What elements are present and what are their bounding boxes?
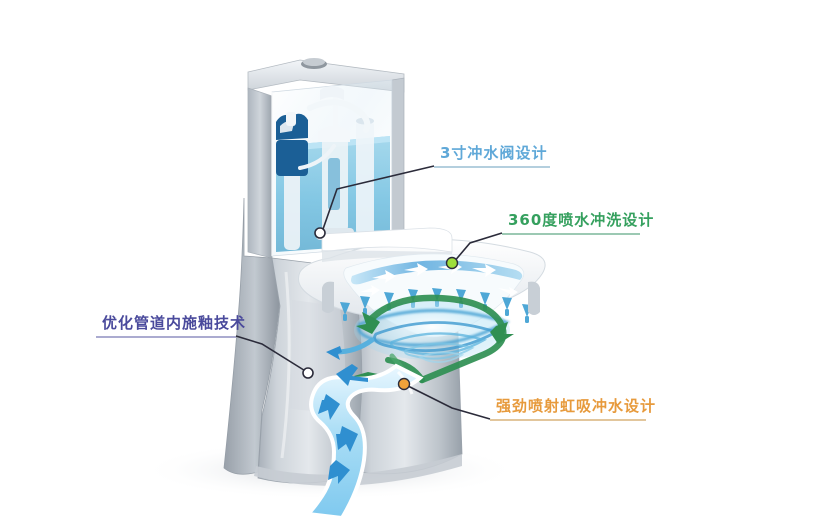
callout-powerful-siphon: 强劲喷射虹吸冲水设计	[494, 397, 658, 416]
leader-lines	[235, 165, 503, 420]
refill-tube	[298, 144, 336, 170]
flush-lever-rod	[333, 96, 338, 134]
push-button-top[interactable]	[303, 58, 325, 66]
callout-underlines	[96, 166, 646, 421]
leader-powerful-siphon	[405, 384, 491, 420]
leader-markers	[302, 227, 459, 391]
leader-flush-valve	[321, 165, 435, 233]
seat-ledge-shadow	[322, 250, 452, 262]
green-arrow-left	[356, 312, 380, 334]
flush-lever-bracket	[320, 86, 344, 100]
overflow-tube	[356, 120, 374, 236]
marker-flush-valve	[314, 227, 326, 239]
callout-powerful-siphon-label: 强劲喷射虹吸冲水设计	[496, 397, 657, 415]
callout-glazed-trapway: 优化管道内施釉技术	[100, 314, 248, 333]
leader-rim-wash-360	[452, 232, 503, 264]
fill-valve-cup	[276, 140, 308, 176]
leader-glazed-trapway	[235, 335, 308, 373]
bowl-assembly	[298, 227, 546, 390]
flush-valve-window	[328, 158, 340, 210]
rim-cut-bracket	[528, 281, 540, 315]
marker-powerful-siphon	[397, 377, 411, 391]
pedestal-left	[223, 197, 281, 475]
s-trap-channel	[303, 337, 424, 516]
fill-valve-shank	[284, 170, 300, 250]
trap-inlet-head	[326, 346, 342, 360]
fill-valve-neck	[286, 112, 296, 126]
rim-cut-bracket-left	[322, 281, 334, 313]
body-highlight	[280, 271, 291, 459]
base-foot	[254, 454, 462, 486]
callout-glazed-trapway-label: 优化管道内施釉技术	[102, 314, 247, 332]
trap-flow-arrows	[318, 364, 368, 484]
tank-right-shell	[391, 77, 405, 247]
callout-rim-wash-360-label: 360度喷水冲洗设计	[508, 211, 655, 229]
green-arrow-right	[490, 322, 514, 344]
callout-flush-valve-label: 3寸冲水阀设计	[440, 144, 548, 162]
marker-glazed-trapway	[302, 367, 314, 379]
flush-lever-arm	[307, 99, 371, 133]
cistern-tank	[247, 58, 405, 259]
seat-back-ledge	[321, 227, 453, 253]
callout-flush-valve: 3寸冲水阀设计	[438, 144, 549, 163]
flush-valve-bell	[318, 126, 350, 142]
rim-wash-band	[351, 260, 523, 285]
swirl-vortex	[354, 300, 510, 364]
callout-rim-wash-360: 360度喷水冲洗设计	[506, 211, 656, 230]
marker-rim-wash-360	[445, 256, 459, 270]
tank-back-wall	[247, 87, 273, 259]
rim-back-arrows	[360, 285, 518, 298]
